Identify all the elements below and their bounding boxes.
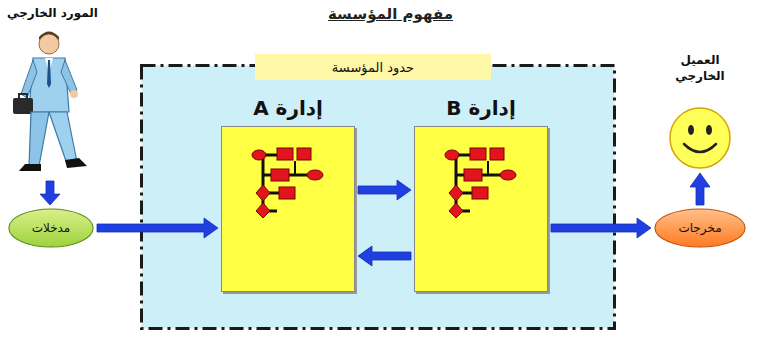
supplier-figure: المورد الخارجي — [3, 6, 102, 178]
flow-arrow — [97, 218, 218, 238]
client-figure: العميل الخارجي — [650, 52, 750, 170]
title-row: مفهوم المؤسسة — [0, 4, 781, 23]
ellipse-label: مخرجات — [678, 221, 721, 235]
diagram-title: مفهوم المؤسسة — [328, 5, 453, 23]
smiley-face — [668, 106, 732, 170]
boundary-band: حدود المؤسسة — [255, 54, 491, 80]
boundary-label: حدود المؤسسة — [332, 60, 414, 75]
department-panel — [221, 126, 355, 292]
ellipse-label: مدخلات — [32, 221, 71, 235]
department-box: إدارة B — [414, 94, 548, 292]
businessman-illustration — [3, 28, 93, 178]
flowchart-icon — [251, 145, 325, 219]
department-box: إدارة A — [221, 94, 355, 292]
flow-arrow — [358, 180, 411, 200]
client-label: العميل الخارجي — [668, 52, 732, 84]
organization-boundary: حدود المؤسسةإدارة Aإدارة B — [140, 64, 616, 330]
department-panel — [414, 126, 548, 292]
supplier-label: المورد الخارجي — [3, 6, 102, 20]
department-label: إدارة B — [414, 94, 548, 124]
department-label: إدارة A — [221, 94, 355, 124]
flow-arrow — [690, 173, 710, 205]
flow-arrow — [40, 181, 60, 205]
flowchart-icon — [444, 145, 518, 219]
flow-ellipse: مخرجات — [654, 208, 746, 248]
flow-ellipse: مدخلات — [8, 208, 94, 248]
flow-arrow — [358, 246, 411, 266]
flow-arrow — [551, 218, 651, 238]
